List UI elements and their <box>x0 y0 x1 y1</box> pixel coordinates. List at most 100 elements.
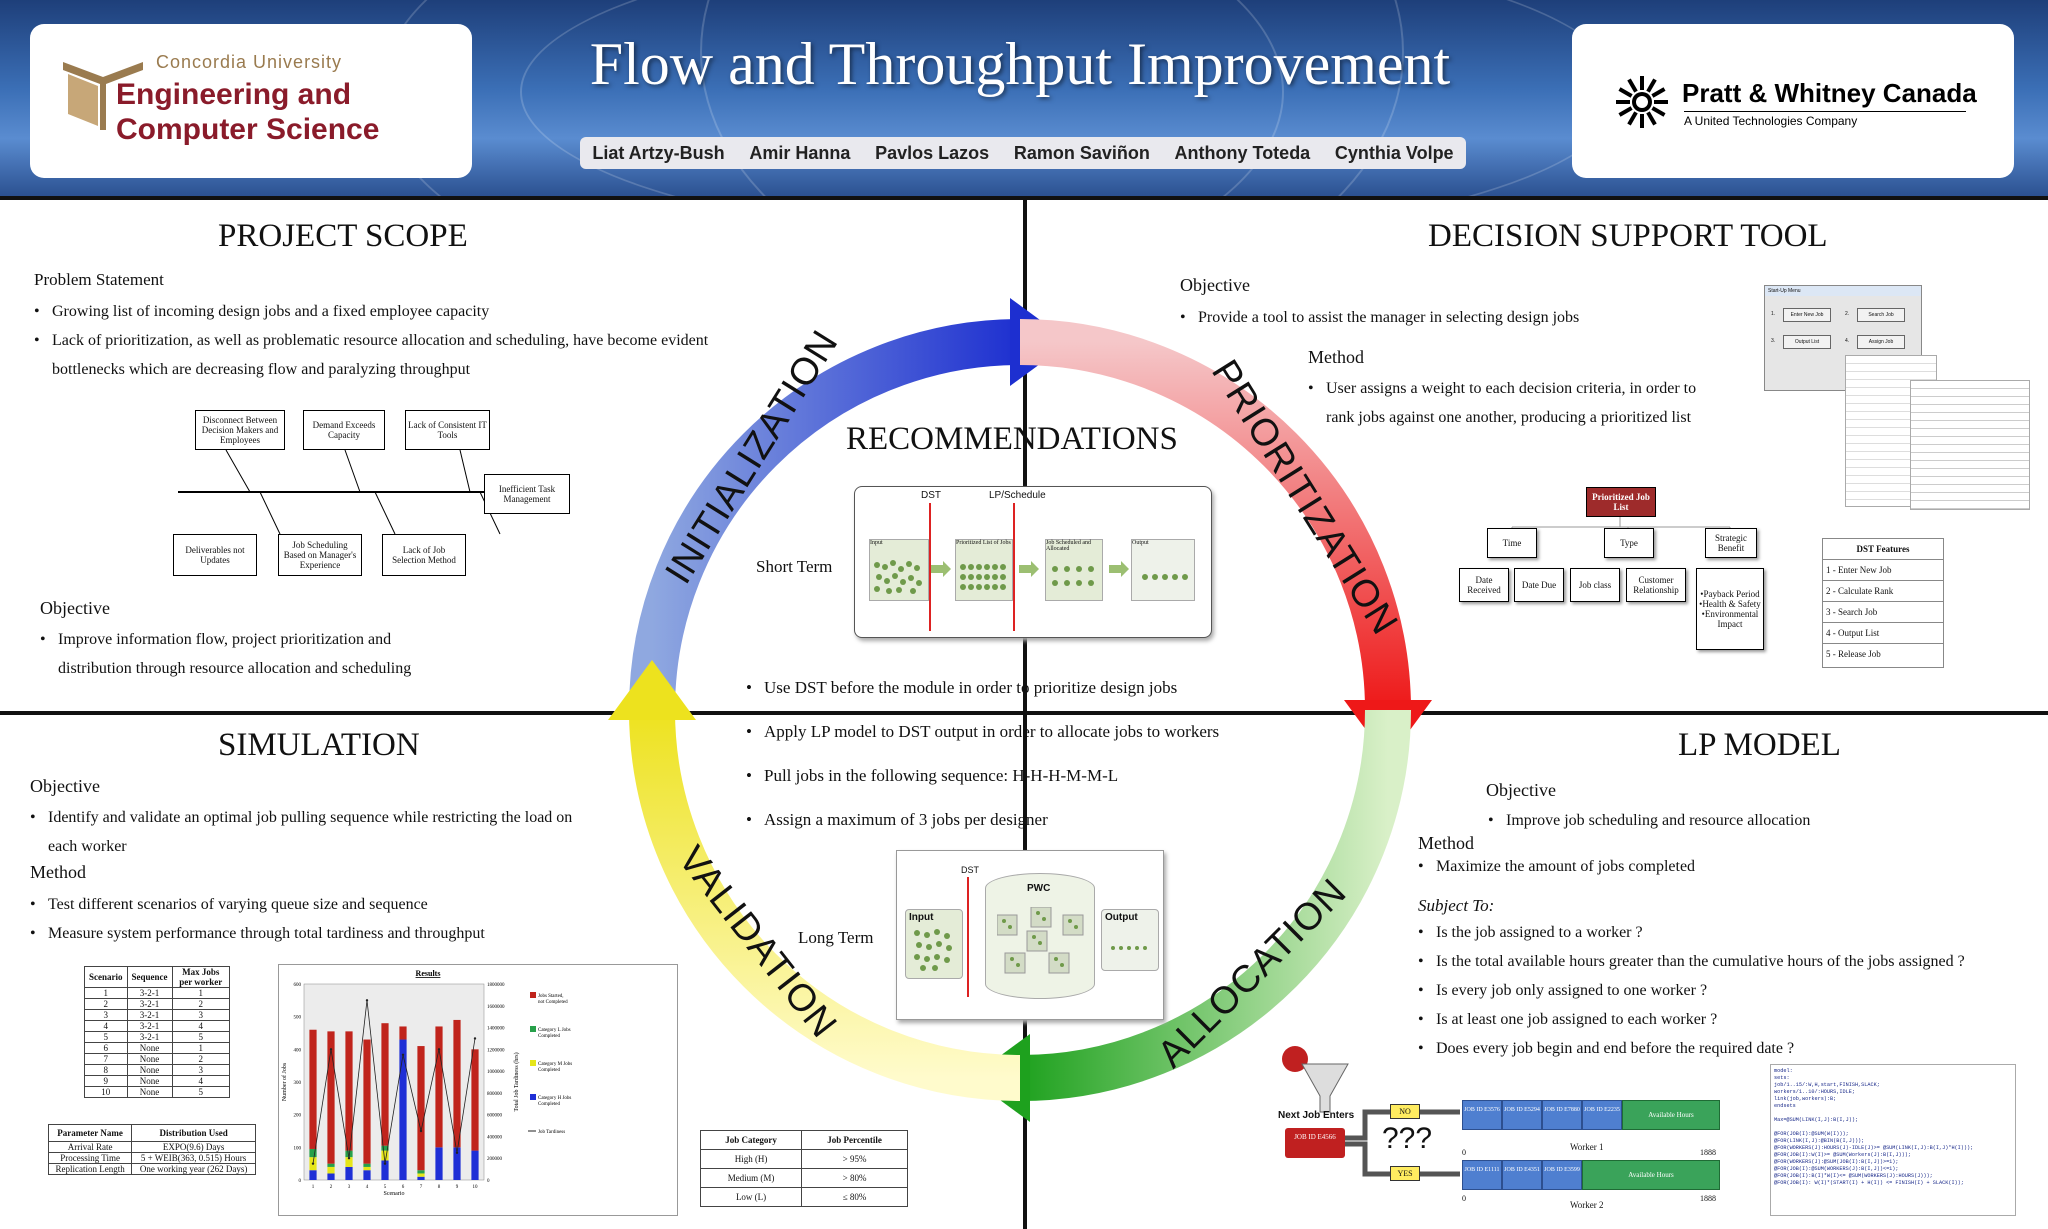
bar-segment <box>363 1166 371 1171</box>
table-cell: 3-2-1 <box>126 1020 173 1032</box>
table-cell: 3-2-1 <box>126 1009 173 1021</box>
pwc-eagle-icon <box>1616 76 1668 128</box>
table-header: Max Jobs per worker <box>171 966 230 988</box>
book-icon <box>63 62 143 130</box>
enter-new-job-button[interactable]: Enter New Job <box>1783 308 1831 322</box>
long-term-label: Long Term <box>798 928 874 947</box>
job-block: JOB ID E3599 <box>1542 1160 1582 1190</box>
sim-objective-heading: Objective <box>30 776 100 796</box>
dst-label: DST <box>921 490 941 501</box>
list-item: Measure system performance through total… <box>30 919 590 948</box>
table-cell: 5 <box>84 1031 128 1043</box>
list-item: Growing list of incoming design jobs and… <box>34 297 734 326</box>
lp-objective-list: Improve job scheduling and resource allo… <box>1488 806 2008 835</box>
list-item: Use DST before the module in order to pr… <box>746 666 1286 710</box>
job-category-table: Job Category Job Percentile High (H)> 95… <box>699 1130 908 1207</box>
worker1-timeline: JOB ID E3576 JOB ID E5294 JOB ID E7880 J… <box>1462 1100 1720 1130</box>
long-term-diagram: DST Input PWC Output <box>896 850 1164 1020</box>
list-item: Is every job only assigned to one worker… <box>1418 976 2018 1005</box>
ranked-output-sheet <box>1910 380 2030 510</box>
worker2-label: Worker 2 <box>1570 1200 1604 1210</box>
job-dots <box>914 929 952 971</box>
feature-item: 3 - Search Job <box>1823 602 1943 623</box>
bar-segment <box>417 1170 425 1174</box>
table-cell: > 95% <box>801 1149 908 1169</box>
output-list-button[interactable]: Output List <box>1783 335 1831 349</box>
author-name: Anthony Toteda <box>1174 142 1311 163</box>
job-block: JOB ID E2235 <box>1582 1100 1622 1130</box>
y2-tick-label: 400000 <box>487 1135 503 1140</box>
bar-segment <box>399 1039 407 1180</box>
legend-label: Job Tardiness <box>538 1130 565 1135</box>
lp-line <box>1013 503 1015 631</box>
y2-tick-label: 1000000 <box>487 1070 505 1075</box>
job-block: JOB ID E3576 <box>1462 1100 1502 1130</box>
bar-segment <box>417 1176 425 1180</box>
output-caption: Output <box>1132 540 1149 546</box>
list-item: User assigns a weight to each decision c… <box>1308 374 1708 432</box>
bar-segment <box>417 1173 425 1177</box>
author-name: Ramon Saviñon <box>1013 142 1150 163</box>
tree-root: Prioritized Job List <box>1586 487 1656 517</box>
search-job-button[interactable]: Search Job <box>1857 308 1905 322</box>
x-tick-label: 1 <box>312 1185 315 1190</box>
constraints-list: Is the job assigned to a worker ? Is the… <box>1418 918 2018 1063</box>
table-cell: One working year (262 Days) <box>131 1163 256 1175</box>
table-row: Low (L)≤ 80% <box>699 1187 908 1207</box>
bar-segment <box>453 1019 461 1148</box>
tardiness-point <box>365 999 369 1002</box>
dst-line <box>967 877 969 997</box>
fishbone-cause: Job Scheduling Based on Manager's Experi… <box>278 534 362 576</box>
tree-node: Customer Relationship <box>1626 568 1686 602</box>
table-cell: ≤ 80% <box>801 1187 908 1207</box>
x-axis-label: Scenario <box>384 1191 405 1197</box>
x-tick-label: 8 <box>438 1185 441 1190</box>
table-cell: 4 <box>171 1020 230 1032</box>
table-cell: 2 <box>84 998 128 1010</box>
y-tick-label: 0 <box>299 1179 302 1184</box>
tardiness-point <box>311 1162 315 1165</box>
table-cell: 5 <box>171 1086 230 1098</box>
subject-to-heading: Subject To: <box>1418 896 1495 915</box>
bar-segment <box>381 1160 389 1180</box>
sim-method-heading: Method <box>30 862 86 882</box>
tree-node: Date Received <box>1459 568 1509 602</box>
legend-label: Jobs Started,not Completed <box>538 994 568 1005</box>
author-name: Cynthia Volpe <box>1334 142 1454 163</box>
lp-objective-heading: Objective <box>1486 780 1556 800</box>
timeline-start: 0 <box>1462 1148 1466 1157</box>
bar-segment <box>381 1145 389 1151</box>
question-marks: ??? <box>1382 1122 1433 1155</box>
assign-job-button[interactable]: Assign Job <box>1857 335 1905 349</box>
bar-segment <box>471 1049 479 1151</box>
dst-line <box>929 503 931 631</box>
bar-segment <box>327 1163 335 1167</box>
job-dots <box>874 560 1188 594</box>
bar-segment <box>309 1148 317 1158</box>
flow-arrows <box>931 561 1129 577</box>
feature-item: 4 - Output List <box>1823 623 1943 644</box>
prioritized-caption: Prioritized List of Jobs <box>956 540 1011 546</box>
tardiness-point <box>419 1129 423 1133</box>
list-item: Pull jobs in the following sequence: H-H… <box>746 754 1286 798</box>
table-header: Job Category <box>699 1130 803 1150</box>
table-cell: Processing Time <box>47 1152 133 1164</box>
lp-title: LP MODEL <box>1678 727 1841 763</box>
poster-title: Flow and Throughput Improvement <box>589 31 1451 97</box>
funnel-icon <box>1301 1063 1349 1113</box>
tree-node: Date Due <box>1514 568 1564 602</box>
dst-label: DST <box>961 865 979 875</box>
bar-segment <box>453 1147 461 1180</box>
feature-item: 5 - Release Job <box>1826 649 1881 659</box>
table-cell: 3-2-1 <box>126 987 173 999</box>
dst-features-table: DST Features 1 - Enter New Job 2 - Calcu… <box>1822 538 1944 668</box>
table-cell: None <box>126 1053 173 1065</box>
author-list: Liat Artzy-Bush Amir Hanna Pavlos Lazos … <box>580 137 1466 169</box>
